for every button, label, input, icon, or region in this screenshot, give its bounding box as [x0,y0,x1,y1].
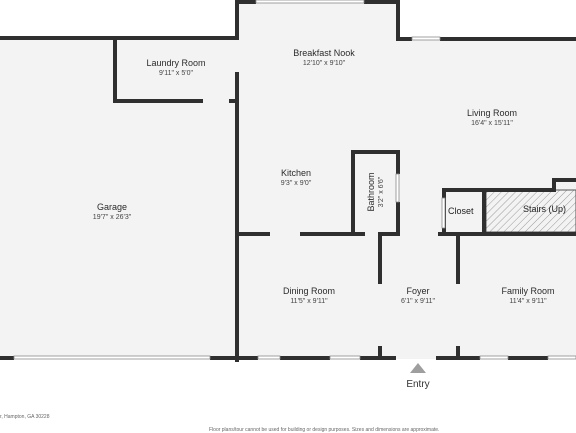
room-name: Garage [96,202,128,212]
room-dimensions: 3'2" x 6'6" [378,176,385,208]
room-name: Breakfast Nook [293,48,355,58]
room-dimensions: 16'4" x 15'11" [471,120,513,127]
dining-room-label: Dining Room 11'5" x 9'11" [283,286,335,306]
entry-arrow [410,363,426,373]
garage-label: Garage 19'7" x 26'3" [93,202,131,222]
laundry-room-label: Laundry Room 9'11" x 5'0" [146,58,205,78]
room-dimensions: 19'7" x 26'3" [92,214,132,221]
room-name: Bathroom [366,172,376,212]
room-dimensions: 9'11" x 5'0" [159,70,193,77]
room-name: Living Room [466,108,518,118]
entry-label: Entry [406,379,430,390]
stairs-label: Stairs (Up) [523,204,567,214]
living-room-label: Living Room 16'4" x 15'11" [467,108,517,128]
room-dimensions: 11'5" x 9'11" [290,298,328,305]
room-dimensions: 9'3" x 9'0" [280,180,312,187]
footer-disclaimer: Floor plans/tour cannot be used for buil… [209,427,440,433]
family-room-label: Family Room 11'4" x 9'11" [501,286,554,306]
breakfast-nook-label: Breakfast Nook 12'10" x 9'10" [293,48,355,68]
room-name: Dining Room [282,286,336,296]
room-name: Laundry Room [146,58,206,68]
closet-label: Closet [448,206,474,216]
walls [0,0,576,362]
room-dimensions: 6'1" x 9'11" [401,298,435,305]
foyer-label: Foyer 6'1" x 9'11" [401,286,435,306]
room-name: Foyer [406,286,430,296]
bathroom-label: Bathroom 3'2" x 6'6" [366,172,386,211]
room-name: Family Room [501,286,555,296]
room-dimensions: 11'4" x 9'11" [509,298,547,305]
windows [13,0,576,360]
kitchen-label: Kitchen 9'3" x 9'0" [281,168,312,188]
footer-address: r, Hampton, GA 30228 [0,414,50,420]
room-name: Kitchen [280,168,312,178]
room-dimensions: 12'10" x 9'10" [302,60,346,67]
